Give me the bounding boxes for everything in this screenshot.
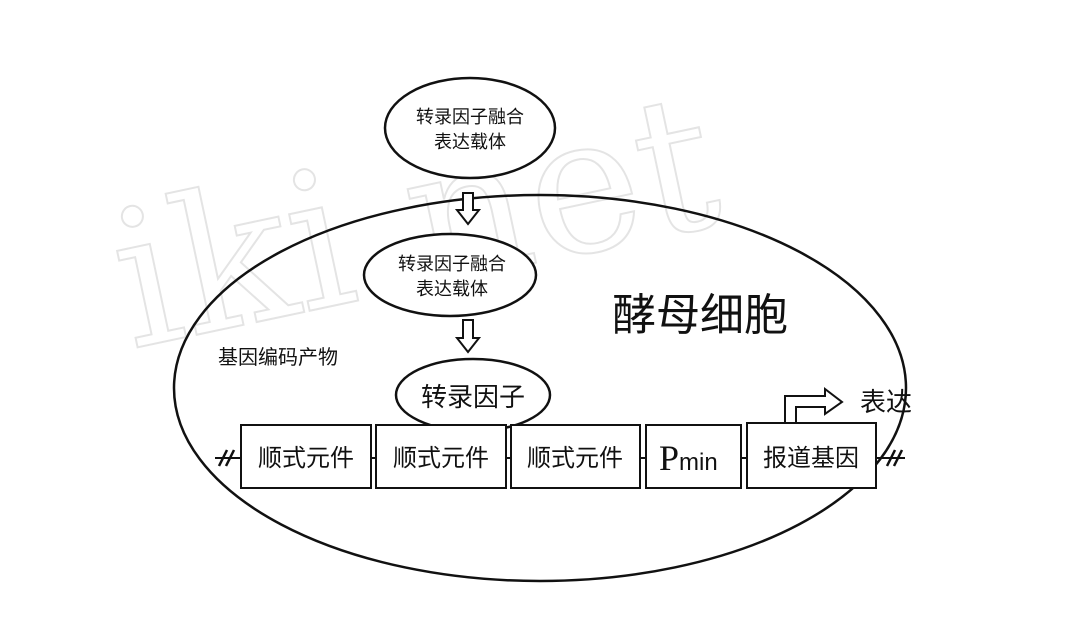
vector-top-ellipse	[383, 76, 557, 180]
cis-element-label: 顺式元件	[393, 444, 489, 472]
gene-product-label: 基因编码产物	[218, 345, 338, 369]
vector-inner-line2: 表达载体	[416, 279, 488, 300]
vector-top-line1: 转录因子融合	[416, 107, 524, 128]
vector-top-line2: 表达载体	[434, 132, 506, 153]
vector-inner-ellipse	[362, 232, 538, 318]
cis-element-box	[510, 424, 641, 489]
down-arrow-icon	[454, 319, 482, 354]
reporter-gene-label: 报道基因	[763, 444, 859, 472]
reporter-gene-box	[746, 422, 877, 489]
promoter-box	[645, 424, 742, 489]
cell-label: 酵母细胞	[612, 290, 788, 341]
transcription-factor-label: 转录因子	[421, 383, 525, 413]
promoter-label: Pmin	[659, 438, 718, 478]
cis-element-label: 顺式元件	[527, 444, 623, 472]
vector-inner-line1: 转录因子融合	[398, 254, 506, 275]
expression-label: 表达	[860, 388, 912, 418]
down-arrow-icon	[454, 192, 482, 226]
cis-element-box	[375, 424, 507, 489]
cis-element-box	[240, 424, 372, 489]
break-mark-icon	[217, 449, 904, 467]
transcription-start-arrow-icon	[784, 386, 844, 424]
yeast-cell	[172, 193, 908, 583]
cis-element-label: 顺式元件	[258, 444, 354, 472]
